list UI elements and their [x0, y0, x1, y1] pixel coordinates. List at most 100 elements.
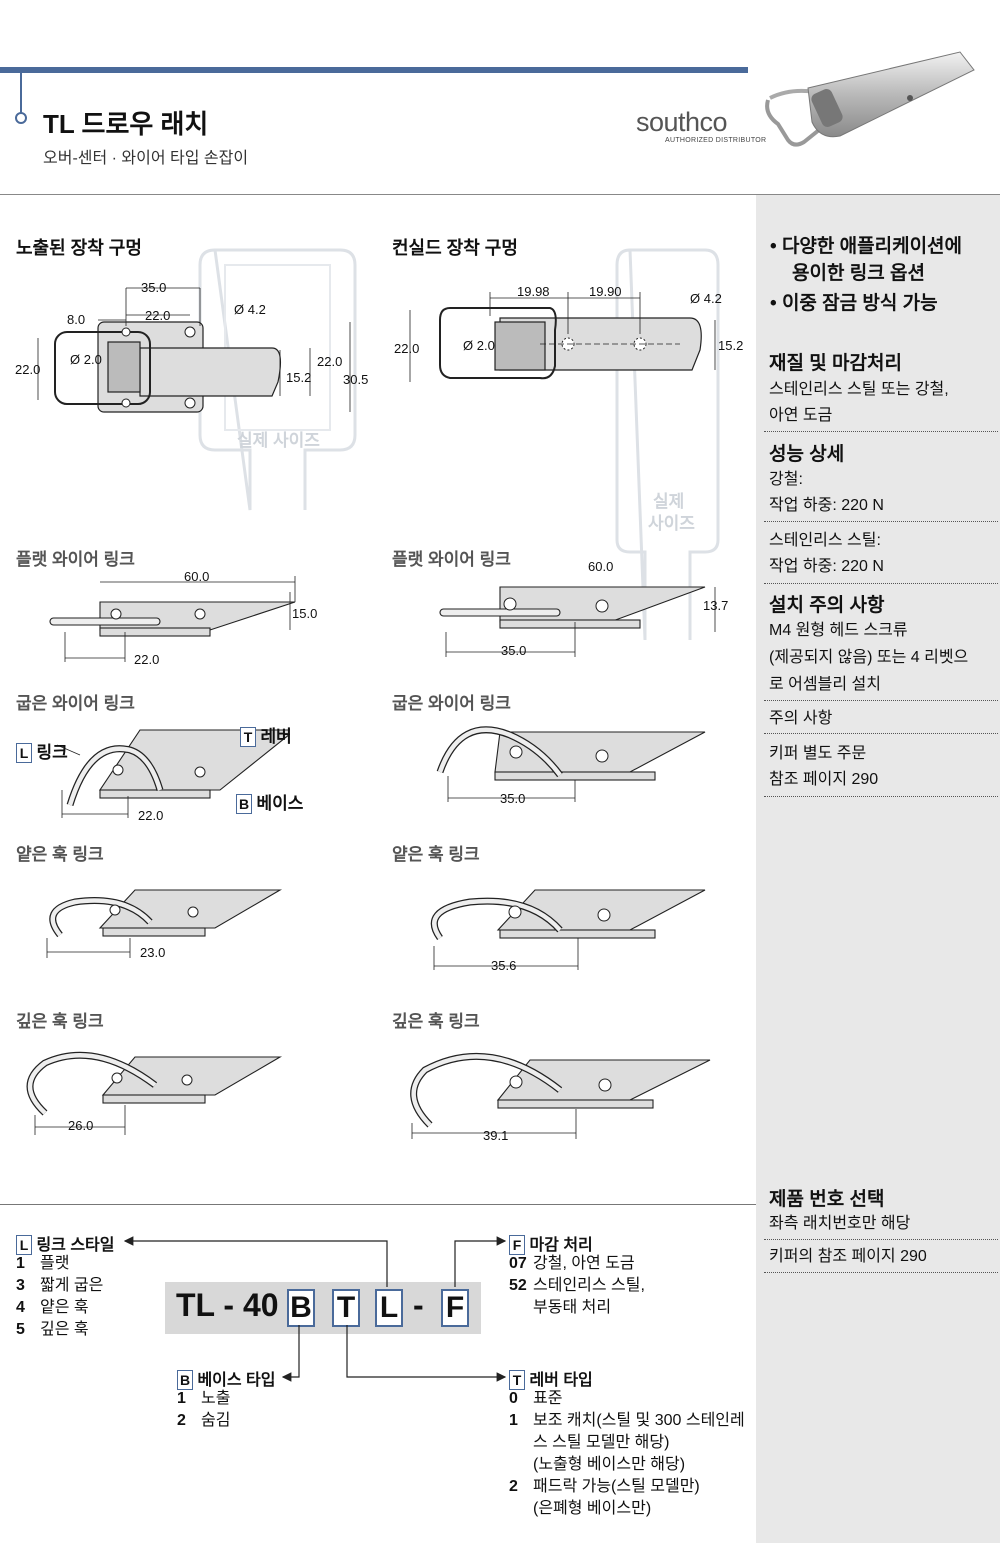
code-link[interactable]: L [375, 1289, 403, 1327]
actual-size-outline-concealed [615, 248, 720, 641]
perf-ss-load: 작업 하중: 220 N [769, 558, 884, 575]
divider [764, 1239, 998, 1240]
divider [764, 700, 998, 701]
dim-19-90: 19.90 [589, 284, 622, 299]
dim-hole-4-2-concealed: Ø 4.2 [690, 291, 722, 306]
note-heading: 주의 사항 [769, 710, 833, 727]
dim-22-right: 22.0 [317, 354, 343, 369]
install-line-2: (제공되지 않음) 또는 4 리벳으 [769, 649, 969, 666]
note-line-1: 키퍼 별도 주문 [769, 745, 867, 762]
code-lever[interactable]: T [332, 1289, 360, 1327]
performance-heading: 성능 상세 [769, 444, 845, 465]
material-line-2: 아연 도금 [769, 407, 833, 424]
note-line-2: 참조 페이지 290 [769, 771, 879, 788]
deep-hook-title-left: 깊은 훅 링크 [16, 1012, 104, 1031]
lever-type-header: T 레버 타입 [509, 1366, 593, 1390]
header-accent-dot [15, 112, 27, 124]
divider [764, 521, 998, 522]
bent-link-title-left: 굽은 와이어 링크 [16, 694, 135, 713]
part-number-prefix: TL - 40 - [176, 1287, 299, 1323]
shallow-hook-drawing-right [430, 889, 706, 970]
dim-22-concealed: 22.0 [394, 341, 420, 356]
perf-steel-load: 작업 하중: 220 N [769, 497, 884, 514]
flat-link-title-right: 플랫 와이어 링크 [392, 550, 511, 569]
dim-22-bent-left: 22.0 [138, 808, 164, 823]
divider [764, 796, 998, 797]
bullet-2: • 이중 잠금 방식 가능 [770, 293, 938, 314]
code-finish[interactable]: F [441, 1289, 469, 1327]
page-title: TL 드로우 래치 [43, 109, 209, 139]
perf-steel: 강철: [769, 471, 803, 488]
dim-8: 8.0 [67, 312, 86, 327]
finish-tag: F [509, 1235, 525, 1255]
dim-hole-2: Ø 2.0 [70, 352, 102, 367]
install-heading: 설치 주의 사항 [769, 595, 885, 616]
header-rule [0, 194, 1000, 195]
flat-link-title-left: 플랫 와이어 링크 [16, 550, 135, 569]
code-base[interactable]: B [287, 1289, 315, 1327]
bullet-1: • 다양한 애플리케이션에 [770, 236, 963, 257]
link-label: L 링크 [16, 738, 68, 763]
lever-label: T 레버 [240, 722, 292, 747]
concealed-mount-title: 컨실드 장착 구멍 [392, 238, 518, 258]
dim-30-5: 30.5 [343, 372, 369, 387]
dim-35-bent-right: 35.0 [500, 791, 526, 806]
dim-23-shallow-left: 23.0 [140, 945, 166, 960]
base-tag: B [236, 794, 252, 814]
dim-hole-4-2: Ø 4.2 [234, 302, 266, 317]
option-row: 부동태 처리 [533, 1299, 612, 1316]
watermark-size: 사이즈 [648, 514, 695, 533]
shallow-hook-title-left: 얕은 훅 링크 [16, 845, 104, 864]
dim-15-2: 15.2 [286, 370, 312, 385]
exposed-mount-drawing [37, 287, 351, 413]
watermark-actual-size: 실제 사이즈 [237, 431, 320, 450]
header-accent-line [20, 73, 22, 113]
divider [764, 583, 998, 584]
lever-type-tag: T [509, 1370, 525, 1390]
dim-15-2-concealed: 15.2 [718, 338, 744, 353]
dim-39-1-deep-right: 39.1 [483, 1128, 509, 1143]
dim-60-left: 60.0 [184, 569, 210, 584]
watermark-actual: 실제 [653, 492, 685, 511]
part-number-box [165, 1282, 481, 1334]
bent-link-drawing-right [436, 726, 706, 802]
dim-13-7-right: 13.7 [703, 598, 729, 613]
option-row: (은폐형 베이스만) [533, 1500, 652, 1517]
link-style-header: L 링크 스타일 [16, 1231, 115, 1255]
install-line-3: 로 어셈블리 설치 [769, 676, 881, 693]
flat-link-drawing-right [439, 586, 716, 657]
latch-photo [765, 51, 975, 147]
perf-ss: 스테인리스 스틸: [769, 532, 881, 549]
dim-22-top: 22.0 [145, 308, 171, 323]
option-row: 스 스틸 모델만 해당) [533, 1434, 670, 1451]
dim-26-deep-left: 26.0 [68, 1118, 94, 1133]
deep-hook-drawing-right [410, 1052, 711, 1139]
dim-19-98: 19.98 [517, 284, 550, 299]
dim-hole-2-concealed: Ø 2.0 [463, 338, 495, 353]
install-line-1: M4 원형 헤드 스크류 [769, 622, 908, 639]
lever-tag: T [240, 727, 256, 747]
concealed-mount-drawing [409, 292, 716, 382]
base-type-tag: B [177, 1370, 193, 1390]
part-number-dash: - [413, 1287, 424, 1323]
section-rule [0, 1204, 756, 1205]
divider [764, 733, 998, 734]
dim-22-left: 22.0 [15, 362, 41, 377]
select-line-1: 좌측 래치번호만 해당 [769, 1215, 911, 1232]
material-line-1: 스테인리스 스틸 또는 강철, [769, 381, 949, 398]
dim-35-flat-right: 35.0 [501, 643, 527, 658]
select-heading: 제품 번호 선택 [769, 1189, 885, 1210]
dim-35-6-shallow-right: 35.6 [491, 958, 517, 973]
